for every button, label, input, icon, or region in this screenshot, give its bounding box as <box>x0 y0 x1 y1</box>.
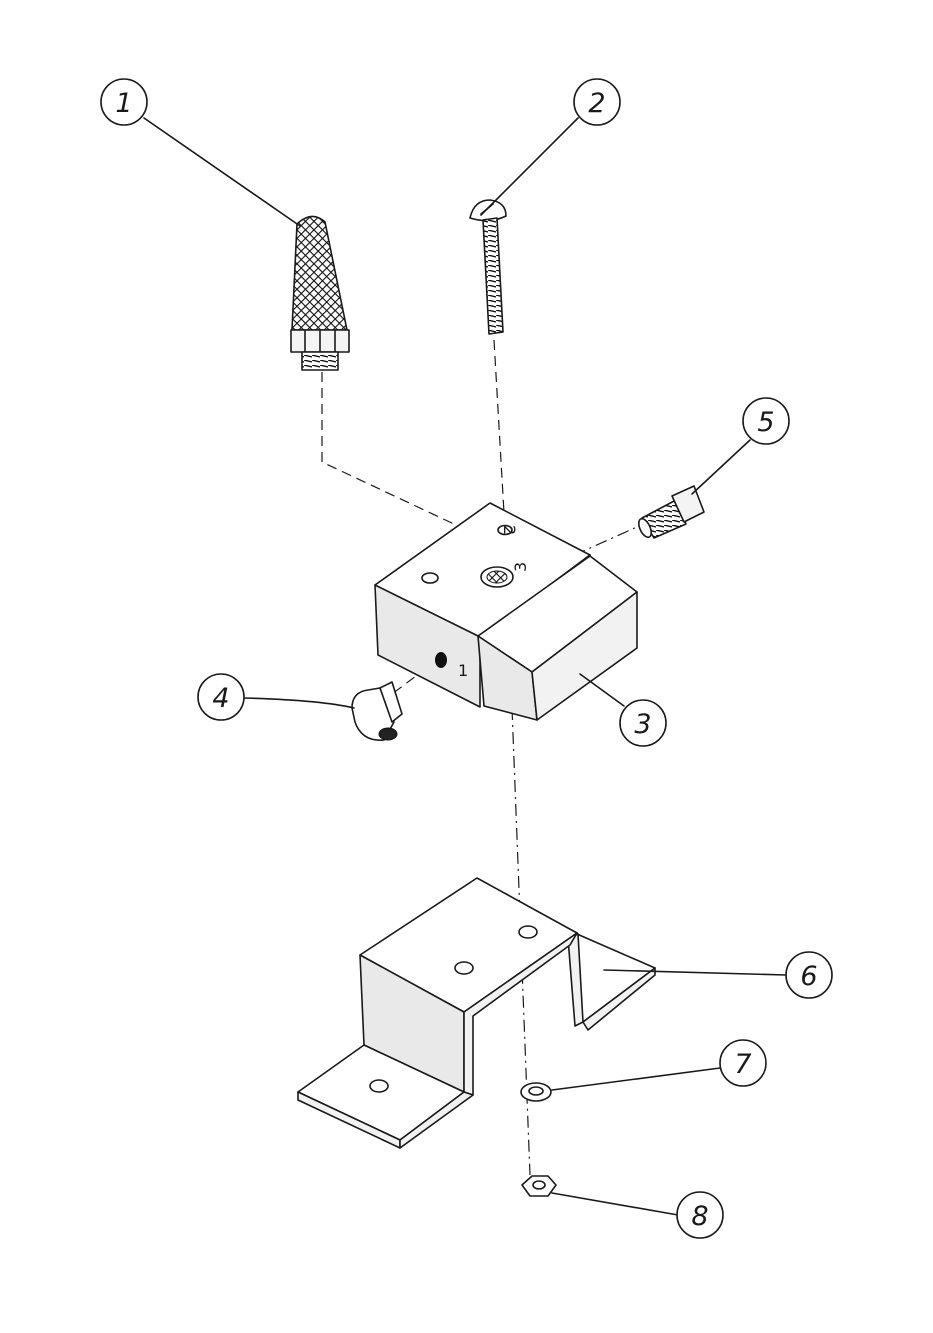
mount-hole-top-right <box>497 524 513 536</box>
port-3-label: 3 <box>511 562 530 572</box>
leader-2 <box>480 117 579 216</box>
leader-4 <box>243 697 355 709</box>
balloon-3: 3 <box>619 699 667 747</box>
balloon-8: 8 <box>676 1191 724 1239</box>
svg-text:3: 3 <box>634 709 651 740</box>
fitting-5-part <box>638 485 705 539</box>
port-1-label: 1 <box>458 661 468 680</box>
svg-text:8: 8 <box>691 1201 708 1232</box>
svg-text:4: 4 <box>212 683 229 714</box>
balloon-2: 2 <box>573 78 621 126</box>
actuator-right <box>531 591 638 721</box>
bracket-hole-3 <box>369 1079 389 1093</box>
leader-6 <box>603 969 787 976</box>
silencer-thread <box>301 351 339 371</box>
balloon-1: 1 <box>100 78 148 126</box>
port-2-label: 2 <box>500 525 519 535</box>
fitting5-axis-line <box>529 521 649 576</box>
fitting-5-hex <box>671 485 705 523</box>
fitting-4-tube <box>379 681 403 723</box>
fitting-4-opening <box>378 727 398 741</box>
svg-text:6: 6 <box>800 961 817 992</box>
screw-axis-line <box>493 339 506 531</box>
bracket-part <box>297 877 656 1149</box>
silencer-part <box>290 215 350 371</box>
leader-8 <box>551 1192 679 1216</box>
leader-3 <box>579 673 625 707</box>
svg-text:7: 7 <box>734 1049 751 1080</box>
leader-1 <box>143 117 301 227</box>
svg-text:5: 5 <box>757 407 774 438</box>
svg-text:1: 1 <box>115 88 132 119</box>
silencer-axis-line <box>321 372 506 549</box>
svg-text:2: 2 <box>588 88 605 119</box>
leader-lines <box>143 117 787 1216</box>
mount-hole-top-left <box>421 572 439 584</box>
screw-part <box>469 199 507 335</box>
leader-7 <box>551 1067 721 1091</box>
balloon-4: 4 <box>197 673 245 721</box>
screw-head <box>469 199 507 222</box>
hex-nut-part <box>521 1175 557 1197</box>
fitting-4-part <box>351 681 403 741</box>
bracket-right-flange-edge <box>582 967 656 1031</box>
silencer-mesh-body <box>291 215 348 331</box>
screw-shank <box>482 217 504 335</box>
balloon-7: 7 <box>719 1039 767 1087</box>
bracket-hole-2 <box>454 961 474 975</box>
washer-part <box>520 1082 552 1102</box>
leader-5 <box>691 439 751 495</box>
valve-block: 2 3 1 <box>374 502 638 721</box>
balloon-5: 5 <box>742 397 790 445</box>
bracket-hole-1 <box>518 925 538 939</box>
valve-block-front <box>374 584 481 708</box>
port-1-hole <box>435 652 447 668</box>
fitting-4-body <box>351 687 395 741</box>
balloon-6: 6 <box>785 951 833 999</box>
